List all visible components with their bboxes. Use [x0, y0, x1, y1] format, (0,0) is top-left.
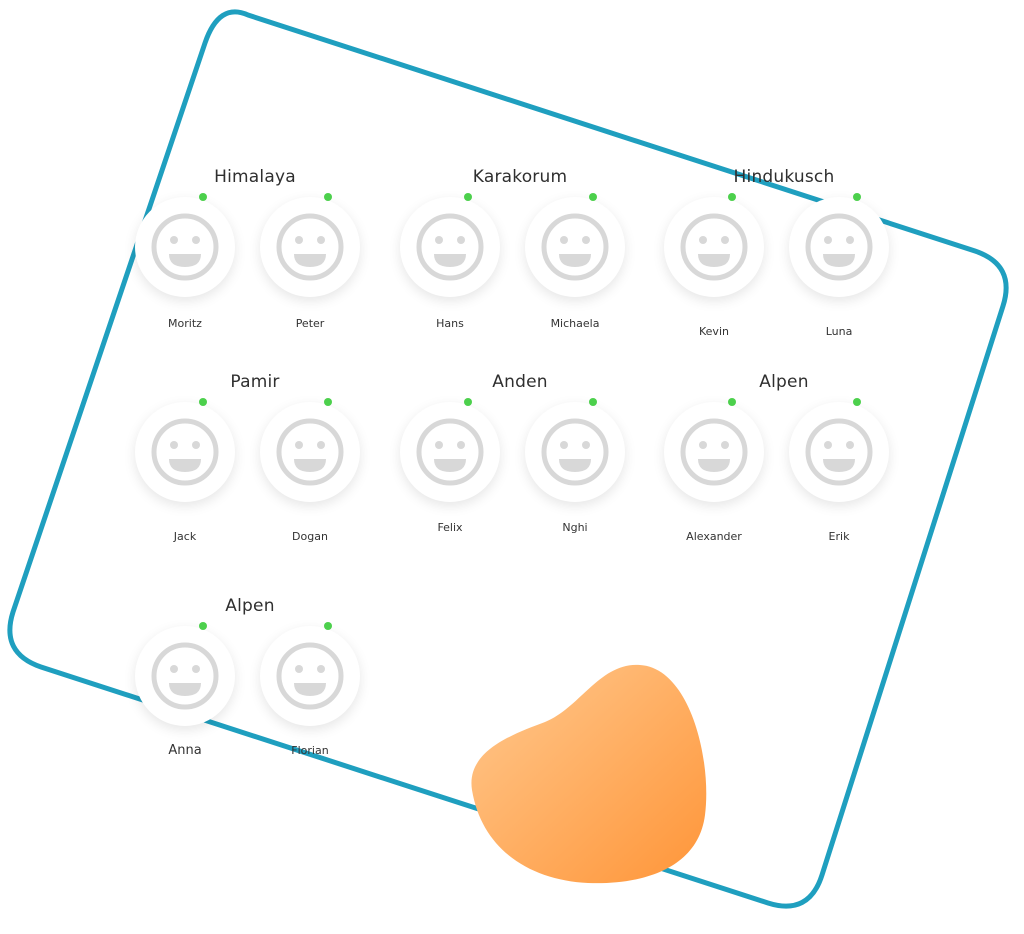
member-avatar[interactable]: [260, 622, 360, 726]
member-avatar[interactable]: [664, 193, 764, 297]
team-member: Jack: [135, 398, 235, 562]
rounded-frame-outline: [7, 9, 1009, 909]
member-avatar[interactable]: [400, 398, 500, 502]
online-status-dot: [324, 193, 332, 201]
team-card: Alpen Alexander Erik: [664, 372, 914, 562]
member-name: Jack: [173, 530, 197, 543]
member-avatar[interactable]: [135, 622, 235, 726]
team-member: Hans: [400, 193, 500, 357]
member-name: Alexander: [686, 530, 742, 543]
team-card: Anden Felix Nghi: [400, 372, 650, 562]
online-status-dot: [199, 193, 207, 201]
member-avatar[interactable]: [664, 398, 764, 502]
team-member: Erik: [789, 398, 889, 562]
smiley-face-icon: [541, 418, 609, 486]
team-member: Nghi: [525, 398, 625, 562]
team-card: Karakorum Hans Michaela: [400, 167, 650, 357]
team-name: Alpen: [225, 596, 275, 616]
member-name: Peter: [295, 317, 325, 330]
member-name: Kevin: [699, 325, 729, 338]
team-member: Alexander: [664, 398, 764, 562]
team-name: Anden: [492, 372, 548, 392]
smiley-face-icon: [276, 418, 344, 486]
smiley-face-icon: [680, 213, 748, 281]
member-name: Anna: [168, 743, 202, 758]
online-status-dot: [199, 622, 207, 630]
team-member: Michaela: [525, 193, 625, 357]
team-card: Pamir Jack Dogan: [135, 372, 385, 562]
online-status-dot: [728, 193, 736, 201]
orange-blob-shape: [471, 664, 707, 884]
smiley-face-icon: [276, 213, 344, 281]
team-member: Moritz: [135, 193, 235, 357]
online-status-dot: [464, 193, 472, 201]
member-avatar[interactable]: [260, 398, 360, 502]
member-name: Michaela: [550, 317, 600, 330]
smiley-face-icon: [416, 418, 484, 486]
member-name: Nghi: [562, 521, 588, 534]
online-status-dot: [589, 398, 597, 406]
team-member: Peter: [260, 193, 360, 357]
online-status-dot: [853, 398, 861, 406]
team-name: Pamir: [230, 372, 280, 392]
smiley-face-icon: [151, 418, 219, 486]
smiley-face-icon: [805, 418, 873, 486]
online-status-dot: [853, 193, 861, 201]
team-member: Anna: [135, 622, 235, 786]
member-name: Florian: [291, 744, 329, 757]
team-member: Felix: [400, 398, 500, 562]
online-status-dot: [728, 398, 736, 406]
member-name: Luna: [825, 325, 853, 338]
member-name: Hans: [436, 317, 464, 330]
smiley-face-icon: [680, 418, 748, 486]
online-status-dot: [199, 398, 207, 406]
member-avatar[interactable]: [135, 193, 235, 297]
member-avatar[interactable]: [789, 193, 889, 297]
online-status-dot: [464, 398, 472, 406]
member-name: Dogan: [292, 530, 328, 543]
smiley-face-icon: [805, 213, 873, 281]
team-name: Himalaya: [214, 167, 296, 187]
member-avatar[interactable]: [789, 398, 889, 502]
member-name: Felix: [437, 521, 463, 534]
team-member: Florian: [260, 622, 360, 786]
online-status-dot: [589, 193, 597, 201]
team-member: Dogan: [260, 398, 360, 562]
team-name: Hindukusch: [733, 167, 835, 187]
online-status-dot: [324, 398, 332, 406]
online-status-dot: [324, 622, 332, 630]
smiley-face-icon: [276, 642, 344, 710]
team-card: Hindukusch Kevin Luna: [664, 167, 914, 357]
smiley-face-icon: [416, 213, 484, 281]
smiley-face-icon: [151, 213, 219, 281]
member-avatar[interactable]: [400, 193, 500, 297]
team-card: Himalaya Moritz Peter: [135, 167, 385, 357]
member-avatar[interactable]: [525, 398, 625, 502]
smiley-face-icon: [151, 642, 219, 710]
team-member: Kevin: [664, 193, 764, 357]
member-avatar[interactable]: [260, 193, 360, 297]
team-name: Karakorum: [472, 167, 568, 187]
member-avatar[interactable]: [525, 193, 625, 297]
member-name: Erik: [828, 530, 850, 543]
member-avatar[interactable]: [135, 398, 235, 502]
team-name: Alpen: [759, 372, 809, 392]
team-member: Luna: [789, 193, 889, 357]
smiley-face-icon: [541, 213, 609, 281]
member-name: Moritz: [168, 317, 202, 330]
team-card: Alpen Anna Florian: [135, 596, 385, 786]
